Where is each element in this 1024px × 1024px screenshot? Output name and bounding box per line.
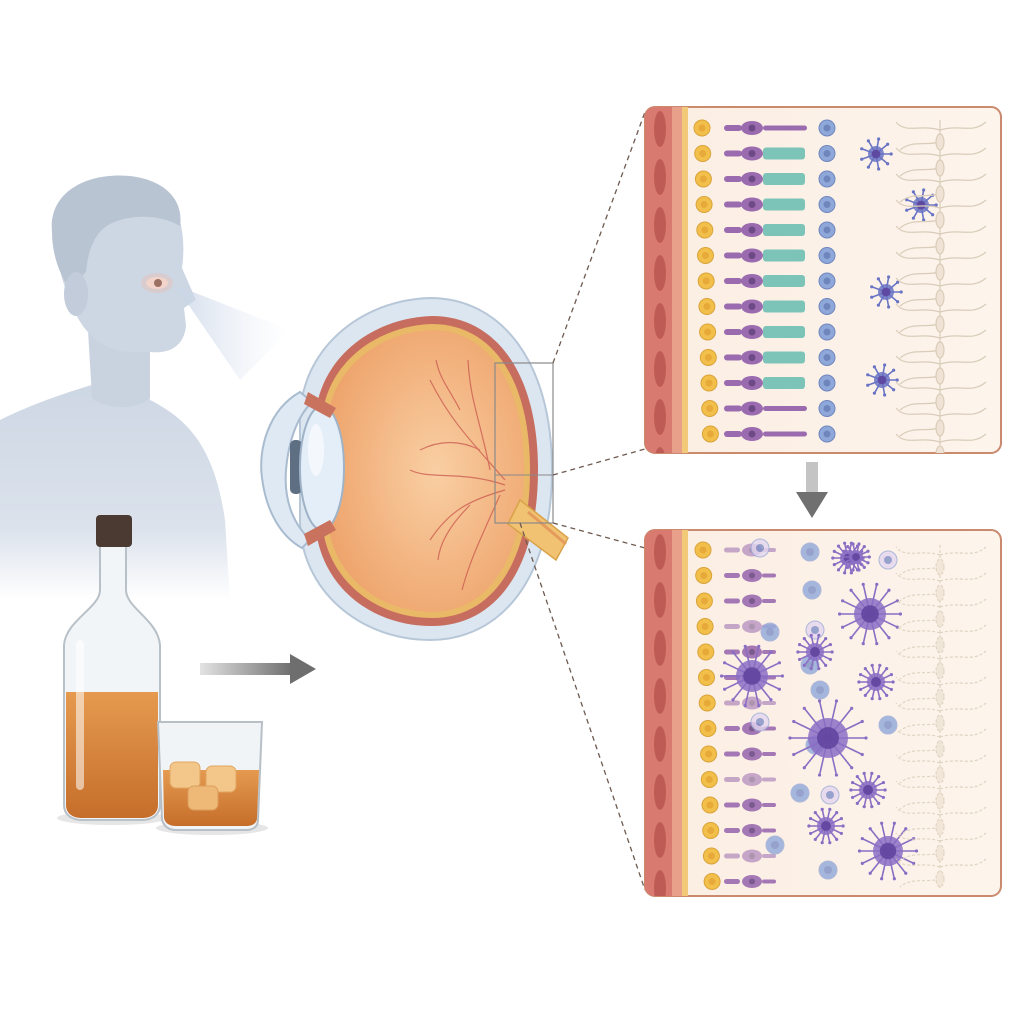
rod-cone-cell xyxy=(724,274,805,288)
choroid-vessel xyxy=(654,726,666,762)
damaged-rod-cell xyxy=(724,849,776,863)
choroid-vessel xyxy=(654,399,666,435)
degenerating-cell xyxy=(878,550,898,570)
ciliary-body xyxy=(304,392,336,418)
iris xyxy=(290,440,302,494)
cornea xyxy=(260,390,314,550)
ciliary-body xyxy=(304,520,336,546)
rod-cone-cell xyxy=(724,146,805,161)
degenerating-cell xyxy=(765,835,785,855)
ganglion-cell xyxy=(860,137,893,171)
rod-cone-cell xyxy=(724,121,807,135)
choroid-vessel xyxy=(654,159,666,195)
gaze-beam xyxy=(175,285,290,380)
alcohol-bottle xyxy=(57,515,167,825)
ice-cube xyxy=(205,765,237,793)
rod-cone-cell xyxy=(724,299,805,314)
person-ear xyxy=(64,272,88,316)
degenerating-cell xyxy=(802,580,822,600)
activated-microglia xyxy=(857,663,895,701)
nerve-fiber-layer xyxy=(895,545,987,890)
activated-microglia xyxy=(788,699,868,777)
choroid-vessel xyxy=(654,582,666,618)
choroid-vessel xyxy=(654,255,666,291)
choroid-vessel xyxy=(654,351,666,387)
rod-cone-cell xyxy=(724,248,805,263)
ganglion-cell xyxy=(905,188,938,222)
zoom-connectors xyxy=(519,111,646,891)
choroid-vessel xyxy=(654,303,666,339)
degenerating-cell xyxy=(750,712,770,732)
damaged-rod-cell xyxy=(724,824,776,837)
choroid-vessel xyxy=(654,822,666,858)
choroid-vessel xyxy=(654,111,666,147)
rod-cone-cell xyxy=(724,325,805,339)
person-torso xyxy=(0,360,230,600)
degenerating-cell xyxy=(810,680,830,700)
activated-microglia xyxy=(807,807,845,845)
arrow-to-eye xyxy=(200,654,316,684)
choroid-vessel xyxy=(654,630,666,666)
choroid-vessel xyxy=(654,534,666,570)
person-pupil xyxy=(154,279,162,287)
person-silhouette xyxy=(0,175,290,600)
vitreous-body xyxy=(328,330,524,612)
eye-cross-section xyxy=(260,296,569,642)
degenerating-cell xyxy=(818,860,838,880)
damaged-rod-cell xyxy=(724,798,776,812)
activated-microglia xyxy=(838,582,903,646)
rod-cone-cell xyxy=(724,223,805,237)
activated-microglia xyxy=(720,644,785,708)
person-hair xyxy=(51,175,181,290)
ice-cube xyxy=(169,761,201,789)
bottle-cap xyxy=(96,515,132,547)
ice-cube xyxy=(187,785,219,811)
whiskey-glass xyxy=(156,721,268,835)
damaged-rod-cell xyxy=(724,594,776,608)
degenerating-cell xyxy=(790,783,810,803)
degenerating-cell xyxy=(750,538,770,558)
rod-cone-cell xyxy=(724,350,805,365)
ganglion-cell xyxy=(870,275,903,309)
choroid-vessel xyxy=(654,774,666,810)
degenerating-cell xyxy=(805,620,825,640)
damaged-rod-cell xyxy=(724,569,776,582)
activated-microglia xyxy=(796,633,834,671)
rod-cone-cell xyxy=(724,427,807,441)
optic-nerve xyxy=(507,498,569,562)
lens xyxy=(299,405,345,531)
activated-microglia xyxy=(841,542,871,572)
damaged-rod-cell xyxy=(724,747,776,761)
nerve-fiber-layer xyxy=(895,120,987,453)
damaged-rod-cell xyxy=(724,773,776,786)
bottle-liquor xyxy=(66,692,158,818)
degenerating-cell xyxy=(878,715,898,735)
zoom-region xyxy=(494,362,554,524)
activated-microglia xyxy=(849,771,887,809)
degenerating-cell xyxy=(820,785,840,805)
progression-arrow xyxy=(796,462,828,518)
rod-cone-cell xyxy=(724,172,805,186)
choroid-vessel xyxy=(654,207,666,243)
healthy-retina-panel xyxy=(644,106,1002,454)
degenerating-cell xyxy=(760,622,780,642)
rod-cone-cell xyxy=(724,401,807,416)
rod-cone-cell xyxy=(724,197,805,212)
choroid-vessel xyxy=(654,678,666,714)
degenerated-retina-panel xyxy=(644,529,1002,897)
ganglion-cell xyxy=(866,363,899,397)
degenerating-cell xyxy=(800,542,820,562)
choroid-vessel xyxy=(654,870,666,896)
activated-microglia xyxy=(857,821,919,881)
rod-cone-cell xyxy=(724,376,805,390)
choroid-vessel xyxy=(654,447,666,453)
damaged-rod-cell xyxy=(724,875,776,888)
person-eye-glow xyxy=(141,273,173,293)
